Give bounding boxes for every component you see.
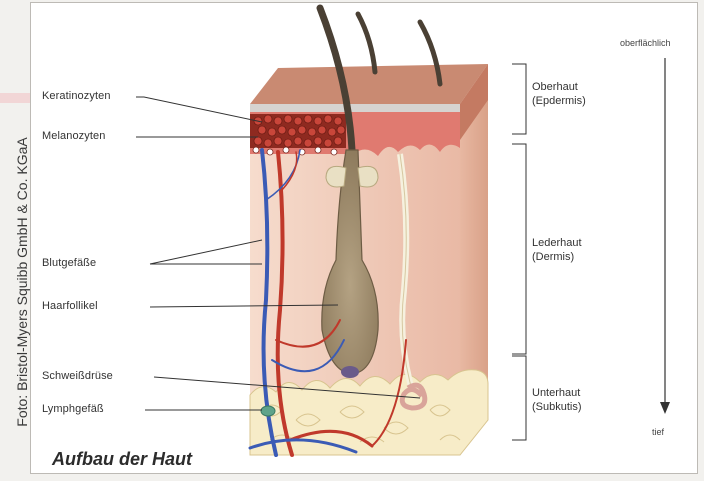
- layer-unterhaut: Unterhaut (Subkutis): [532, 386, 582, 414]
- layer-unterhaut-latin: (Subkutis): [532, 400, 582, 414]
- layer-lederhaut-name: Lederhaut: [532, 236, 582, 250]
- diagram-title: Aufbau der Haut: [52, 449, 192, 470]
- layer-oberhaut-name: Oberhaut: [532, 80, 586, 94]
- keratinocyte-cells: [250, 114, 346, 148]
- layer-brackets: [512, 64, 526, 440]
- label-schweissdruese: Schweißdrüse: [42, 370, 113, 382]
- depth-label-top: oberflächlich: [620, 38, 671, 48]
- hair-papilla: [341, 366, 359, 378]
- label-lymphgefaess: Lymphgefäß: [42, 403, 104, 415]
- layer-unterhaut-name: Unterhaut: [532, 386, 582, 400]
- label-blutgefaesse: Blutgefäße: [42, 257, 96, 269]
- lymph-node: [261, 406, 275, 416]
- layer-oberhaut-latin: (Epdermis): [532, 94, 586, 108]
- label-melanozyten: Melanozyten: [42, 130, 105, 142]
- skin-surface: [250, 64, 488, 104]
- layer-lederhaut: Lederhaut (Dermis): [532, 236, 582, 264]
- depth-label-bottom: tief: [652, 427, 664, 437]
- label-haarfollikel: Haarfollikel: [42, 300, 98, 312]
- depth-arrow: [660, 58, 670, 414]
- layer-lederhaut-latin: (Dermis): [532, 250, 582, 264]
- layer-oberhaut: Oberhaut (Epdermis): [532, 80, 586, 108]
- label-keratinozyten: Keratinozyten: [42, 90, 111, 102]
